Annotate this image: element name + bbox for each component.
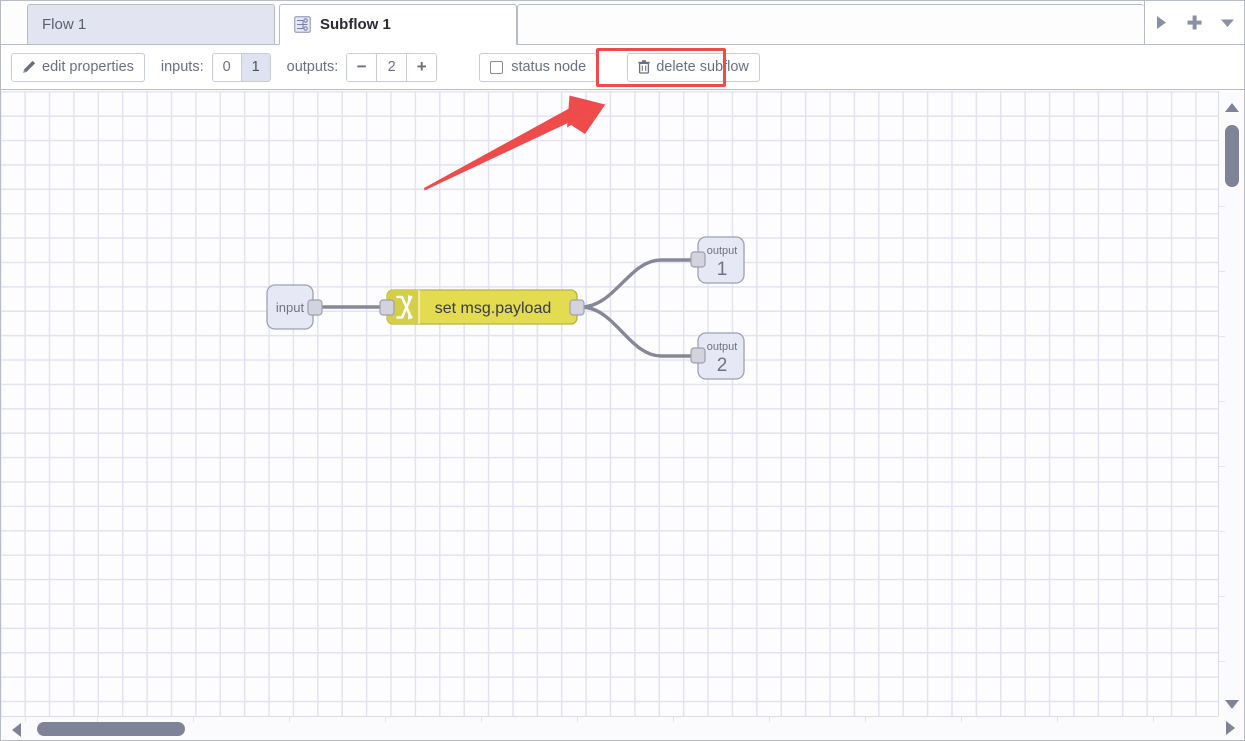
subflow-output-node-2-number: 2 — [717, 355, 728, 376]
subflow-output-node-2[interactable]: output 2 — [690, 332, 745, 380]
subflow-input-port[interactable] — [307, 299, 323, 316]
inputs-segmented-control[interactable]: 0 1 — [211, 52, 271, 82]
scroll-right-arrow-icon[interactable] — [1225, 721, 1235, 735]
outputs-label: outputs: — [286, 59, 339, 75]
tab-flow-1-label: Flow 1 — [42, 16, 87, 33]
subflow-input-node-label: input — [276, 300, 305, 315]
tab-subflow-1[interactable]: Subflow 1 — [279, 4, 517, 45]
change-node-output-port[interactable] — [569, 299, 585, 316]
change-node[interactable]: set msg.payload — [379, 289, 585, 325]
scroll-down-arrow-icon[interactable] — [1225, 699, 1239, 709]
subflow-output-node-1[interactable]: output 1 — [690, 236, 745, 284]
status-node-checkbox[interactable] — [490, 60, 504, 74]
change-node-label: set msg.payload — [435, 300, 552, 317]
outputs-increment-button[interactable]: + — [407, 53, 437, 81]
tab-flow-1[interactable]: Flow 1 — [27, 4, 275, 44]
subflow-output-node-2-label: output — [707, 341, 738, 353]
subflow-output-node-1-label: output — [707, 245, 738, 257]
outputs-value: 2 — [377, 53, 408, 81]
subflow-output-node-1-number: 1 — [717, 259, 728, 280]
outputs-stepper: − 2 + — [346, 52, 438, 82]
vertical-scroll-ticks — [1219, 91, 1225, 718]
subflow-icon — [294, 16, 311, 33]
add-tab-icon[interactable] — [1184, 12, 1206, 34]
subflow-input-node[interactable]: input — [266, 284, 323, 330]
change-node-input-port[interactable] — [379, 299, 395, 316]
tab-bar-tools — [1144, 1, 1244, 44]
inputs-label: inputs: — [160, 59, 204, 75]
status-node-label: status node — [511, 59, 587, 75]
tab-bar: Flow 1 Subflow 1 — [1, 1, 1244, 45]
scroll-up-arrow-icon[interactable] — [1225, 102, 1239, 112]
status-node-toggle[interactable]: status node — [479, 52, 598, 82]
subflow-output-1-port[interactable] — [690, 251, 706, 268]
inputs-option-1[interactable]: 1 — [241, 53, 270, 81]
inputs-option-0[interactable]: 0 — [212, 53, 242, 81]
next-tab-arrow-icon[interactable] — [1151, 12, 1173, 34]
horizontal-scrollbar[interactable] — [1, 716, 1220, 740]
horizontal-scroll-thumb[interactable] — [37, 722, 185, 736]
edit-properties-button[interactable]: edit properties — [11, 52, 145, 82]
tab-bar-empty-area — [517, 4, 1144, 44]
edit-properties-label: edit properties — [42, 59, 134, 75]
delete-subflow-button[interactable]: delete subflow — [627, 52, 760, 82]
horizontal-scroll-ticks — [1, 717, 1220, 723]
canvas-grid — [1, 91, 1220, 718]
trash-icon — [638, 60, 650, 74]
subflow-toolbar: edit properties inputs: 0 1 outputs: − 2… — [1, 45, 1244, 90]
canvas-nodes-layer: input set msg.payload — [266, 236, 745, 380]
flow-canvas[interactable]: input set msg.payload — [1, 91, 1220, 718]
tab-menu-chevron-down-icon[interactable] — [1217, 12, 1239, 34]
scrollbar-corner — [1218, 716, 1244, 740]
tab-subflow-1-label: Subflow 1 — [320, 16, 391, 33]
vertical-scroll-thumb[interactable] — [1225, 125, 1239, 187]
delete-subflow-label: delete subflow — [656, 59, 749, 75]
outputs-decrement-button[interactable]: − — [347, 53, 378, 81]
wire-change-to-output-2 — [579, 305, 697, 358]
wire-change-to-output-1 — [579, 258, 697, 309]
change-node-icon — [396, 295, 413, 320]
pencil-icon — [22, 60, 36, 74]
vertical-scrollbar[interactable] — [1218, 91, 1244, 718]
scroll-left-arrow-icon[interactable] — [11, 723, 21, 737]
subflow-output-2-port[interactable] — [690, 347, 706, 364]
